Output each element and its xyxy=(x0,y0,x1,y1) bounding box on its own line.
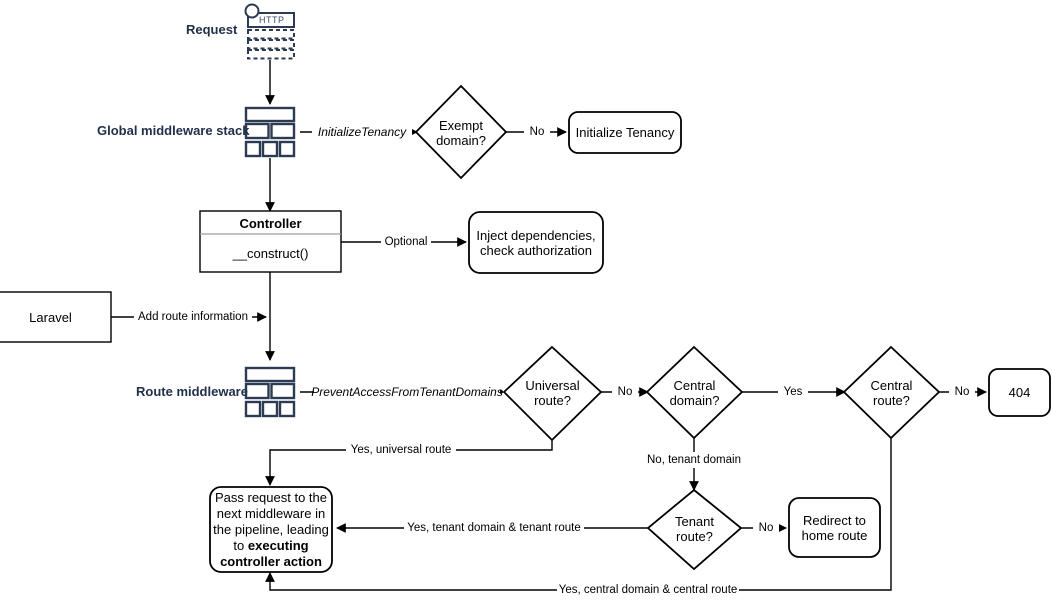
node-404-shape xyxy=(988,368,1051,417)
edge-label-central-route-no: No xyxy=(949,384,975,400)
edge-label-exempt-no: No xyxy=(524,124,550,140)
edge-label-initialize-tenancy: InitializeTenancy xyxy=(312,124,412,140)
edge-label-universal-yes: Yes, universal route xyxy=(346,442,456,458)
label-global-middleware-stack: Global middleware stack xyxy=(97,123,250,138)
edge-label-prevent-access: PreventAccessFromTenantDomains xyxy=(311,384,503,400)
label-request: Request xyxy=(186,22,238,37)
edge-label-add-route-information: Add route information xyxy=(134,309,252,325)
edge-label-optional: Optional xyxy=(381,234,431,250)
node-inject-dependencies-shape xyxy=(468,211,604,274)
middleware-stack-icon-route xyxy=(244,366,296,418)
edge-label-central-route-yes: Yes, central domain & central route xyxy=(557,582,739,598)
edge-label-central-domain-no: No, tenant domain xyxy=(643,452,745,468)
node-laravel-shape xyxy=(0,291,112,343)
node-pass-request-shape xyxy=(209,486,333,573)
label-route-middleware: Route middleware xyxy=(136,384,248,399)
node-tenant-route-shape xyxy=(646,488,743,571)
middleware-stack-icon-global xyxy=(244,106,296,158)
node-initialize-tenancy-shape xyxy=(568,111,682,154)
node-controller-shape xyxy=(199,210,342,273)
node-exempt-domain-shape xyxy=(414,84,508,180)
node-redirect-home-shape xyxy=(788,497,881,558)
edge-label-universal-no: No xyxy=(612,384,638,400)
node-central-route-shape xyxy=(842,345,941,440)
edge-label-tenant-route-no: No xyxy=(753,520,779,536)
node-universal-route-shape xyxy=(502,345,603,442)
node-central-domain-shape xyxy=(645,345,744,440)
http-request-icon xyxy=(244,3,295,60)
http-icon-label: HTTP xyxy=(259,15,285,25)
edge-label-central-domain-yes: Yes xyxy=(778,384,808,400)
edge-label-tenant-route-yes: Yes, tenant domain & tenant route xyxy=(404,520,584,536)
